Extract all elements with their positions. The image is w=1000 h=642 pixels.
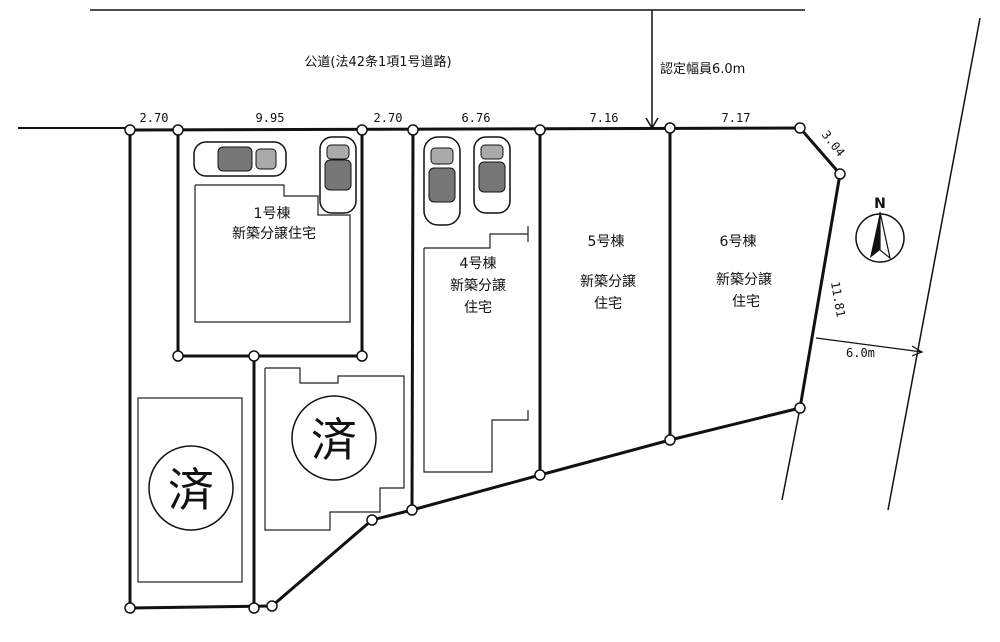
- car-icon: [473, 136, 511, 214]
- side-road-edge: [887, 17, 981, 511]
- dimension-label: 7.17: [722, 111, 751, 125]
- dimension-label-right: 11.81: [828, 280, 848, 318]
- building-footprints: [137, 184, 529, 583]
- lot5-number: 5号棟: [588, 234, 625, 250]
- lot6-type-line2: 住宅: [732, 294, 760, 310]
- lot5-type-line2: 住宅: [594, 296, 622, 312]
- dimension-label: 6.76: [462, 111, 491, 125]
- compass-label: N: [874, 196, 886, 212]
- side-road-width-line: [815, 337, 923, 353]
- dimension-label: 2.70: [140, 111, 169, 125]
- lot4-type-line2: 住宅: [464, 300, 492, 316]
- car-icon: [319, 136, 357, 214]
- lot6-type-line1: 新築分譲: [716, 272, 772, 288]
- road-width-label: 認定幅員6.0m: [660, 61, 745, 77]
- road-lines: [18, 9, 981, 511]
- dimension-label: 2.70: [374, 111, 403, 125]
- lot1-number: 1号棟: [254, 206, 291, 222]
- car-icon: [423, 136, 461, 226]
- sold-mark-text: 済: [168, 463, 214, 517]
- lot1-type: 新築分譲住宅: [232, 226, 316, 242]
- sold-mark-center: 済: [291, 395, 377, 481]
- lot6-number: 6号棟: [720, 234, 757, 250]
- lot4-type-line1: 新築分譲: [450, 278, 506, 294]
- dimension-label: 7.16: [590, 111, 619, 125]
- car-icon: [193, 141, 287, 177]
- lot4-number: 4号棟: [460, 256, 497, 272]
- side-road-width-label: 6.0m: [846, 346, 875, 360]
- road-label: 公道(法42条1項1号道路): [304, 54, 451, 70]
- sold-mark-left: 済: [148, 445, 234, 531]
- north-arrow-icon: N: [855, 196, 905, 263]
- lot-boundaries: [128, 126, 842, 610]
- lot-vertex-markers: [124, 122, 846, 614]
- lot5-type-line1: 新築分譲: [580, 274, 636, 290]
- dimension-label: 9.95: [256, 111, 285, 125]
- sold-mark-text: 済: [311, 413, 357, 467]
